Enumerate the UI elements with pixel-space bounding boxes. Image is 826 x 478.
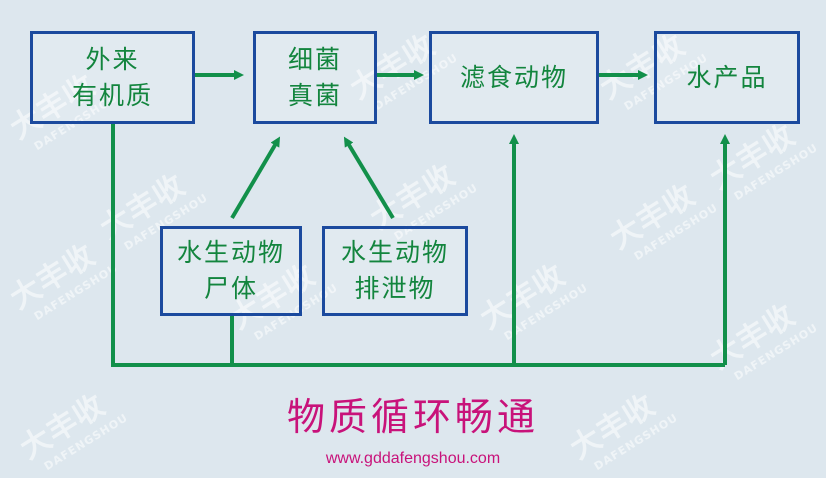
node-label: 滤食动物: [459, 62, 568, 92]
node-animal-excreta: 水生动物 排泄物: [322, 226, 468, 316]
node-label: 真菌: [287, 80, 342, 110]
node-bacteria-fungi: 细菌 真菌: [253, 31, 377, 124]
node-label: 细菌: [287, 44, 342, 74]
node-label: 尸体: [203, 274, 258, 303]
node-aquatic-products: 水产品: [654, 31, 800, 124]
node-label: 外来: [85, 44, 140, 74]
diagram-title: 物质循环畅通: [286, 395, 539, 439]
node-label: 水生动物: [340, 238, 449, 267]
node-animal-carcasses: 水生动物 尸体: [160, 226, 302, 316]
loop-line: [111, 124, 725, 367]
node-external-organic-matter: 外来 有机质: [30, 31, 195, 124]
node-label: 排泄物: [354, 274, 436, 303]
website-url: www.gddafengshou.com: [325, 450, 501, 467]
node-label: 有机质: [71, 80, 153, 110]
node-filter-feeders: 滤食动物: [429, 31, 599, 124]
arrow-excreta-to-microbes: [343, 136, 395, 220]
arrow-carcasses-to-microbes: [230, 136, 281, 220]
node-label: 水生动物: [176, 238, 285, 267]
node-label: 水产品: [686, 62, 768, 92]
